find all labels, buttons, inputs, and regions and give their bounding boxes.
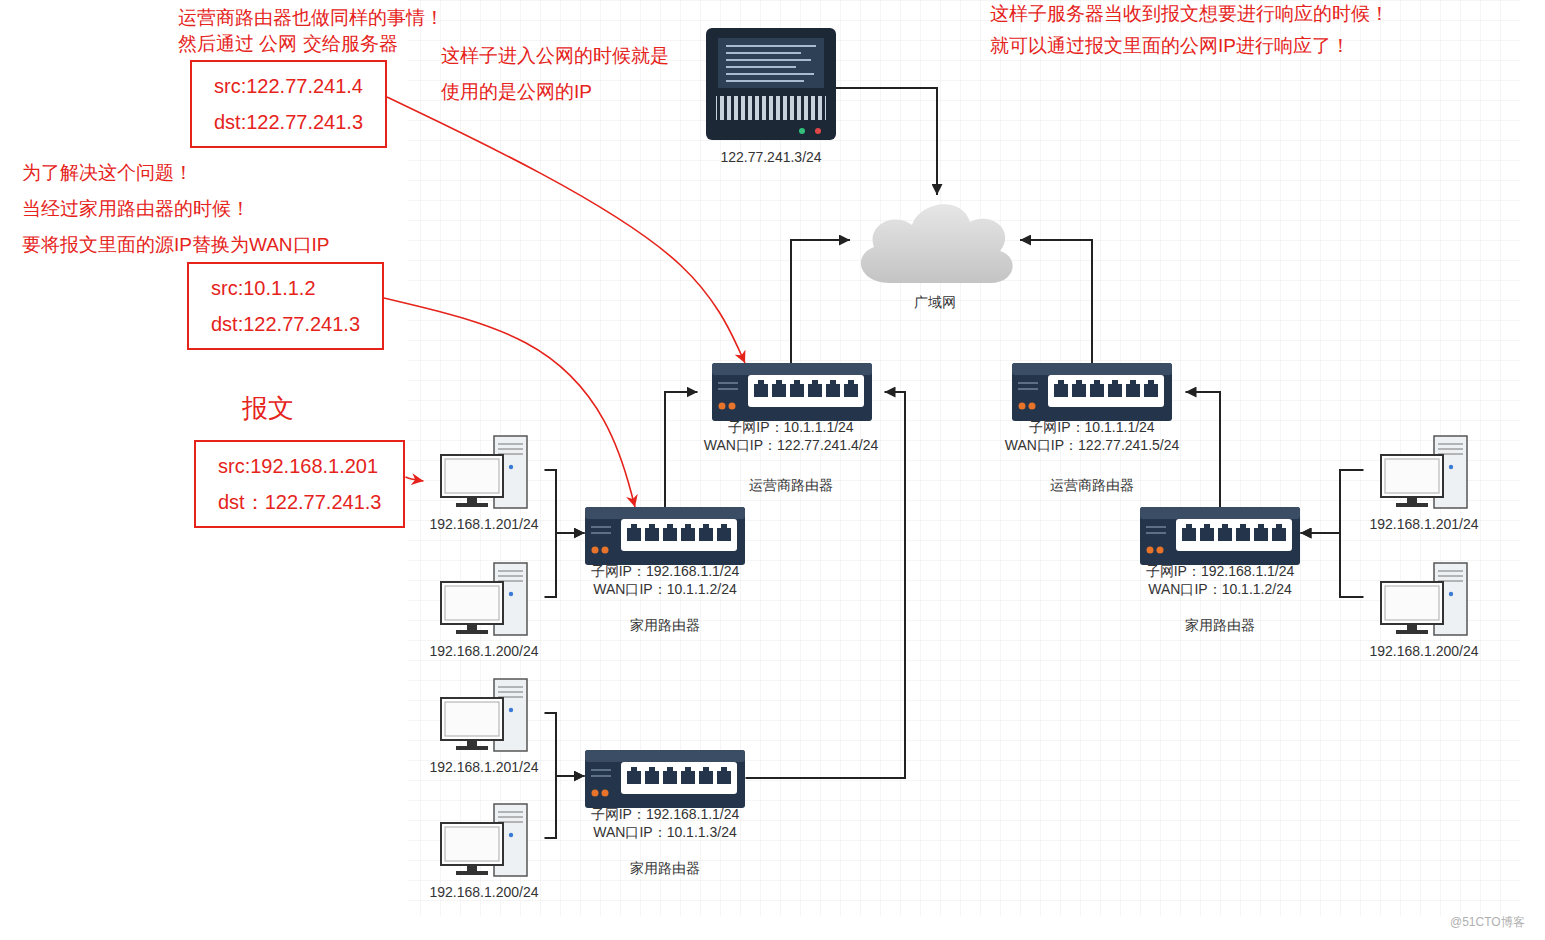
pc-icon — [1381, 563, 1467, 635]
host-pc: 192.168.1.201/24 — [1364, 435, 1485, 533]
device-label: 122.77.241.3/24 — [706, 148, 836, 166]
carrier-router: 子网IP：10.1.1.1/24WAN口IP：122.77.241.5/24 运营… — [999, 363, 1186, 494]
grid-ground — [408, 0, 1520, 916]
router-icon — [585, 750, 745, 808]
annotation: 报文 — [242, 392, 294, 424]
watermark: @51CTO博客 — [1450, 914, 1525, 930]
icon-space — [698, 363, 885, 418]
device-label: 运营商路由器 — [999, 476, 1186, 494]
network-link — [1020, 240, 1092, 363]
packet-flow-arrow — [384, 298, 635, 507]
device-label: 子网IP：192.168.1.1/24 — [585, 805, 746, 823]
packet-field: dst:122.77.241.3 — [214, 104, 363, 140]
device-label: 家用路由器 — [585, 616, 746, 634]
pc-icon — [441, 563, 527, 635]
host-pc: 192.168.1.201/24 — [424, 435, 545, 533]
packet-flow-arrow — [387, 97, 745, 363]
host-pc: 192.168.1.200/24 — [1364, 562, 1485, 660]
icon-space — [706, 28, 836, 140]
device-label: 家用路由器 — [1140, 616, 1301, 634]
home-router: 子网IP：192.168.1.1/24WAN口IP：10.1.1.3/24 家用路… — [585, 750, 746, 877]
annotation: 要将报文里面的源IP替换为WAN口IP — [22, 233, 330, 257]
packet-box: src:122.77.241.4dst:122.77.241.3 — [190, 60, 387, 148]
device-label: 192.168.1.200/24 — [424, 883, 545, 901]
network-link — [1186, 392, 1221, 507]
host-pc: 192.168.1.200/24 — [424, 803, 545, 901]
icon-space — [585, 507, 746, 562]
pc-icon — [441, 804, 527, 876]
device-label: WAN口IP：122.77.241.4/24 — [698, 436, 885, 454]
network-link — [545, 470, 585, 533]
annotation: 运营商路由器也做同样的事情！ — [178, 6, 444, 30]
packet-field: dst：122.77.241.3 — [218, 484, 381, 520]
annotation: 这样子服务器当收到报文想要进行响应的时候！ — [990, 2, 1389, 26]
device-label: 广域网 — [850, 293, 1020, 311]
annotation: 为了解决这个问题！ — [22, 161, 193, 185]
device-label: 192.168.1.200/24 — [1364, 642, 1485, 660]
device-label: WAN口IP：10.1.1.3/24 — [585, 823, 746, 841]
icon-space — [1364, 435, 1485, 509]
packet-box: src:192.168.1.201dst：122.77.241.3 — [194, 440, 405, 528]
carrier-router: 子网IP：10.1.1.1/24WAN口IP：122.77.241.4/24 运营… — [698, 363, 885, 494]
icon-space — [850, 195, 1020, 287]
device-label: 子网IP：10.1.1.1/24 — [999, 418, 1186, 436]
packet-flow-arrow — [405, 477, 423, 481]
pc-icon — [441, 436, 527, 508]
annotation: 当经过家用路由器的时候！ — [22, 197, 250, 221]
device-label: 子网IP：192.168.1.1/24 — [585, 562, 746, 580]
router-icon — [1140, 507, 1300, 565]
icon-space — [424, 803, 545, 877]
icon-space — [1364, 562, 1485, 636]
wan-cloud: 广域网 — [850, 195, 1020, 311]
network-link — [791, 240, 850, 363]
device-label: WAN口IP：10.1.1.2/24 — [585, 580, 746, 598]
server: 122.77.241.3/24 — [706, 28, 836, 166]
network-link — [665, 392, 698, 507]
annotation: 然后通过 公网 交给服务器 — [178, 32, 398, 56]
server-icon — [706, 28, 836, 140]
device-label: 家用路由器 — [585, 859, 746, 877]
pc-icon — [1381, 436, 1467, 508]
icon-space — [1140, 507, 1301, 562]
network-link — [545, 776, 585, 838]
device-label: 192.168.1.201/24 — [424, 515, 545, 533]
icon-space — [999, 363, 1186, 418]
device-label: 子网IP：10.1.1.1/24 — [698, 418, 885, 436]
icon-space — [424, 562, 545, 636]
annotation: 就可以通过报文里面的公网IP进行响应了！ — [990, 34, 1350, 58]
device-label: WAN口IP：10.1.1.2/24 — [1140, 580, 1301, 598]
device-label: 192.168.1.201/24 — [1364, 515, 1485, 533]
packet-field: dst:122.77.241.3 — [211, 306, 360, 342]
packet-field: src:122.77.241.4 — [214, 68, 363, 104]
icon-space — [424, 678, 545, 752]
device-label: 运营商路由器 — [698, 476, 885, 494]
host-pc: 192.168.1.201/24 — [424, 678, 545, 776]
device-label: 192.168.1.201/24 — [424, 758, 545, 776]
device-label: WAN口IP：122.77.241.5/24 — [999, 436, 1186, 454]
home-router: 子网IP：192.168.1.1/24WAN口IP：10.1.1.2/24 家用路… — [585, 507, 746, 634]
network-link — [1301, 533, 1364, 597]
router-icon — [1012, 363, 1172, 421]
device-label: 子网IP：192.168.1.1/24 — [1140, 562, 1301, 580]
icon-space — [585, 750, 746, 805]
network-link — [545, 533, 585, 597]
packet-field: src:10.1.1.2 — [211, 270, 360, 306]
cloud-icon — [861, 204, 1013, 283]
annotation: 这样子进入公网的时候就是 — [441, 44, 669, 68]
annotation: 使用的是公网的IP — [441, 80, 592, 104]
device-label: 192.168.1.200/24 — [424, 642, 545, 660]
icon-space — [424, 435, 545, 509]
packet-field: src:192.168.1.201 — [218, 448, 381, 484]
router-icon — [585, 507, 745, 565]
host-pc: 192.168.1.200/24 — [424, 562, 545, 660]
router-icon — [712, 363, 872, 421]
network-link — [836, 88, 937, 195]
network-link — [545, 713, 585, 776]
home-router: 子网IP：192.168.1.1/24WAN口IP：10.1.1.2/24 家用路… — [1140, 507, 1301, 634]
network-link — [1301, 470, 1364, 533]
packet-box: src:10.1.1.2dst:122.77.241.3 — [187, 262, 384, 350]
pc-icon — [441, 679, 527, 751]
